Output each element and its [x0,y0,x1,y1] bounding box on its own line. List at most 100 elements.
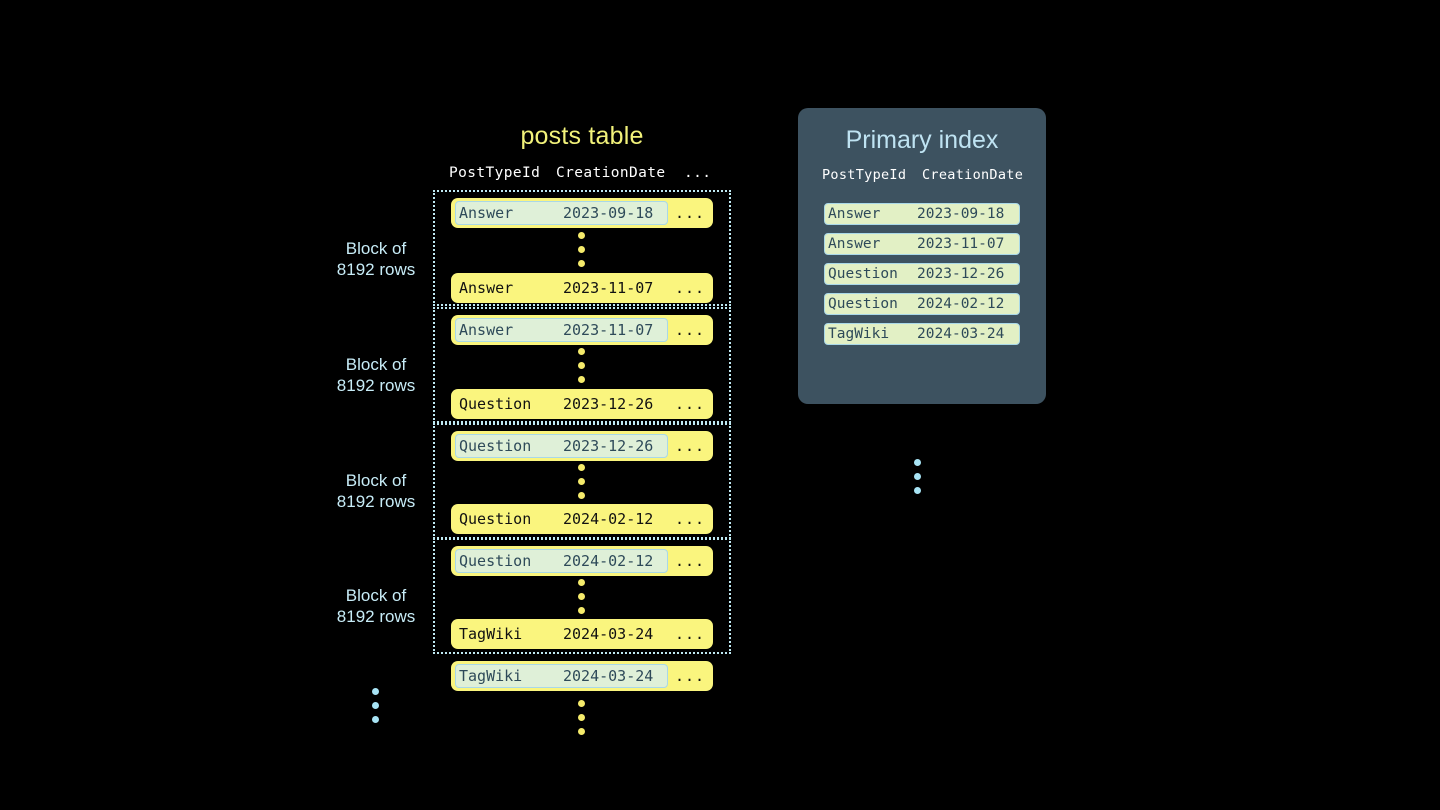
block-1-label-line1: Block of [345,239,407,258]
block-4-label-line1: Block of [345,586,407,605]
table-row: Answer 2023-09-18 ... [451,198,713,228]
cell-more: ... [674,625,706,643]
cell-posttypeid: Answer [459,279,514,297]
column-header-creationdate: CreationDate [556,165,666,181]
block-2-label: Block of 8192 rows [296,354,456,396]
dot [578,362,585,369]
index-cell-posttypeid: Question [828,266,898,282]
dot [914,459,921,466]
cell-creationdate: 2024-03-24 [563,625,654,643]
cell-creationdate: 2023-11-07 [563,279,654,297]
table-row: Answer 2023-11-07 ... [451,273,713,303]
index-cell-creationdate: 2024-02-12 [917,296,1005,312]
row-highlight-box: TagWiki 2024-03-24 [455,664,668,688]
index-continues-dots [914,459,921,494]
table-row: TagWiki 2024-03-24 ... [451,619,713,649]
block-3-label-line2: 8192 rows [336,492,416,511]
dot [578,376,585,383]
dot [578,232,585,239]
cell-more: ... [674,395,706,413]
row-highlight-box: Answer 2023-09-18 [455,201,668,225]
cell-more: ... [674,204,706,222]
cell-creationdate: 2023-12-26 [563,437,654,455]
cell-creationdate: 2023-12-26 [563,395,654,413]
row-cells: Question 2023-12-26 [455,392,668,416]
index-row: Question 2023-12-26 [824,263,1020,285]
dot [578,492,585,499]
row-ellipsis-dots [578,579,585,614]
dot [578,728,585,735]
row-highlight-box: Question 2024-02-12 [455,549,668,573]
block-4 [433,538,731,654]
table-continues-dots [578,700,585,735]
index-cell-posttypeid: Answer [828,236,881,252]
row-ellipsis-dots [578,464,585,499]
index-cell-creationdate: 2023-12-26 [917,266,1005,282]
cell-creationdate: 2024-02-12 [563,510,654,528]
primary-index-panel: Primary index PostTypeId CreationDate An… [798,108,1046,494]
block-1 [433,190,731,306]
index-row: Answer 2023-09-18 [824,203,1020,225]
block-3-label-line1: Block of [345,471,407,490]
block-3-label: Block of 8192 rows [296,470,456,512]
cell-more: ... [674,510,706,528]
dot [578,348,585,355]
cell-more: ... [674,437,706,455]
dot [372,688,379,695]
dot [578,478,585,485]
index-cell-creationdate: 2023-09-18 [917,206,1005,222]
index-cell-posttypeid: TagWiki [828,326,890,342]
cell-creationdate: 2023-09-18 [563,204,654,222]
row-ellipsis-dots [578,348,585,383]
block-1-label-line2: 8192 rows [336,260,416,279]
cell-creationdate: 2024-03-24 [563,667,654,685]
dot [578,464,585,471]
table-row: Question 2023-12-26 ... [451,431,713,461]
dot [578,714,585,721]
blocks-continue-dots [372,688,379,723]
table-row: Question 2023-12-26 ... [451,389,713,419]
cell-posttypeid: Answer [459,321,514,339]
index-row: Answer 2023-11-07 [824,233,1020,255]
posts-table-title: posts table [520,122,644,150]
index-cell-creationdate: 2024-03-24 [917,326,1005,342]
dot [578,246,585,253]
table-row-trailing: TagWiki 2024-03-24 ... [451,661,713,691]
index-column-header-posttypeid: PostTypeId [822,167,907,183]
row-cells: Question 2024-02-12 [455,507,668,531]
cell-posttypeid: TagWiki [459,667,523,685]
dot [914,473,921,480]
row-highlight-box: Answer 2023-11-07 [455,318,668,342]
cell-posttypeid: TagWiki [459,625,523,643]
cell-more: ... [674,667,706,685]
block-2-label-line2: 8192 rows [336,376,416,395]
dot [372,702,379,709]
cell-posttypeid: Question [459,395,532,413]
column-header-posttypeid: PostTypeId [449,165,541,181]
index-cell-posttypeid: Question [828,296,898,312]
row-ellipsis-dots [578,232,585,267]
index-cell-posttypeid: Answer [828,206,881,222]
row-cells: Answer 2023-11-07 [455,276,668,300]
table-row: Answer 2023-11-07 ... [451,315,713,345]
primary-index-title: Primary index [845,126,999,154]
block-2 [433,307,731,423]
row-highlight-box: Question 2023-12-26 [455,434,668,458]
index-column-header-creationdate: CreationDate [922,167,1024,183]
primary-index-rows: Answer 2023-09-18 Answer 2023-11-07 Ques… [824,203,1020,353]
column-header-ellipsis: ... [684,165,712,181]
dot [578,593,585,600]
block-4-label: Block of 8192 rows [296,585,456,627]
index-row: TagWiki 2024-03-24 [824,323,1020,345]
dot [578,607,585,614]
dot [578,579,585,586]
primary-index-column-headers: PostTypeId CreationDate [822,167,1032,183]
table-row: Question 2024-02-12 ... [451,546,713,576]
cell-posttypeid: Question [459,437,532,455]
cell-more: ... [674,552,706,570]
dot [372,716,379,723]
index-cell-creationdate: 2023-11-07 [917,236,1005,252]
dot [578,700,585,707]
index-row: Question 2024-02-12 [824,293,1020,315]
cell-creationdate: 2023-11-07 [563,321,654,339]
